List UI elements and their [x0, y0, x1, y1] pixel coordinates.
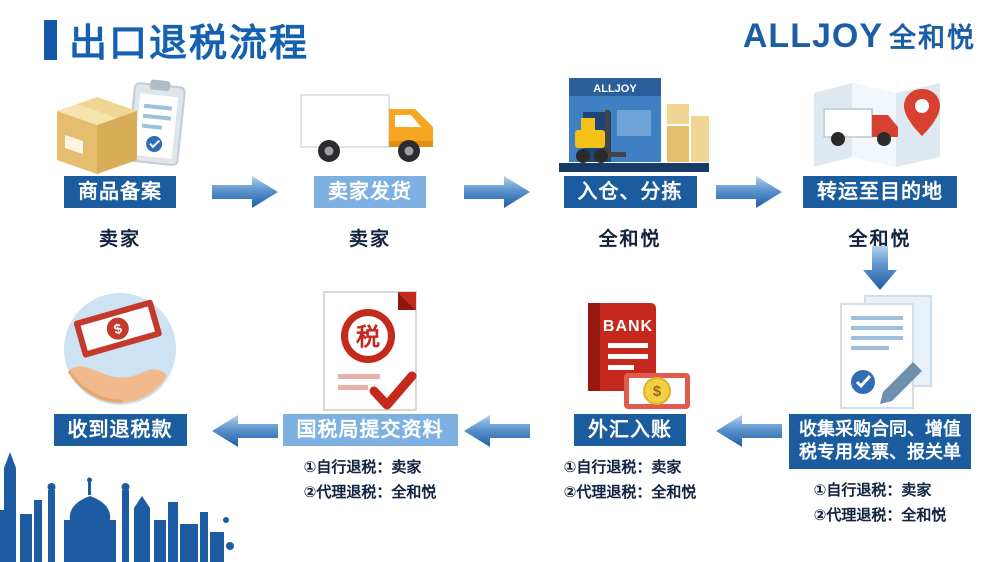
bank-label-text: BANK: [603, 318, 653, 335]
flow-arrow-left-icon: [464, 415, 530, 447]
logo-text-cn: 全和悦: [889, 23, 976, 53]
warehouse-sign-text: ALLJOY: [593, 83, 637, 95]
step-label: 外汇入账: [574, 414, 686, 446]
flow-arrow-right-icon: [464, 176, 530, 208]
step-label: 卖家发货: [314, 176, 426, 208]
step-label: 收到退税款: [53, 414, 187, 446]
flow-arrow-left-icon: [212, 415, 278, 447]
hand-money-icon: $: [45, 286, 195, 414]
step-note-line: ①自行退税：卖家: [303, 459, 422, 476]
warehouse-forklift-icon: ALLJOY: [545, 64, 715, 176]
step-forex-receipt: BANK $ 外汇入账 ①自行退税：卖家 ②代理退税：全和悦: [520, 286, 740, 506]
flow-arrow-left-icon: [716, 415, 782, 447]
page-title: 出口退税流程: [69, 23, 310, 65]
step-label: 国税局提交资料: [282, 414, 458, 446]
flow-arrow-right-icon: [716, 176, 782, 208]
tax-document-icon: 税: [310, 286, 430, 414]
step-owner: 全和悦: [848, 229, 912, 250]
flow-arrow-right-icon: [212, 176, 278, 208]
alljoy-logo: ALLJOY 全和悦: [743, 16, 976, 56]
step-receive-refund: $ 收到退税款: [10, 286, 230, 446]
step-notes: ①自行退税：卖家 ②代理退税：全和悦: [304, 456, 437, 506]
logo-text-en: ALLJOY: [742, 17, 883, 55]
step-notes: ①自行退税：卖家 ②代理退税：全和悦: [564, 456, 697, 506]
dollar-sign-text: $: [653, 383, 662, 400]
transport-destination-icon: [800, 64, 960, 176]
step-collect-documents: 收集采购合同、增值税专用发票、报关单 ①自行退税：卖家 ②代理退税：全和悦: [770, 286, 990, 528]
step-label: 商品备案: [64, 176, 176, 208]
step-note-line: ①自行退税：卖家: [813, 481, 932, 499]
step-label: 入仓、分拣: [563, 176, 697, 208]
step-owner: 全和悦: [598, 229, 662, 250]
step-note-line: ②代理退税：全和悦: [303, 483, 437, 501]
step-transport-destination: 转运至目的地 全和悦: [770, 64, 990, 251]
step-warehouse-sorting: ALLJOY 入仓、分拣 全和悦: [520, 64, 740, 251]
package-clipboard-icon: [45, 64, 195, 176]
step-label: 转运至目的地: [803, 176, 957, 208]
step-owner: 卖家: [348, 229, 391, 250]
step-label: 收集采购合同、增值税专用发票、报关单: [789, 414, 971, 469]
city-skyline-graphic: [0, 452, 234, 562]
step-product-registration: 商品备案 卖家: [10, 64, 230, 251]
step-note-line: ①自行退税：卖家: [563, 459, 682, 476]
step-owner: 卖家: [98, 229, 141, 250]
bank-money-icon: BANK $: [560, 286, 700, 414]
delivery-truck-icon: [295, 64, 445, 176]
flow-arrow-down-icon: [863, 246, 897, 290]
tax-seal-text: 税: [356, 323, 380, 351]
step-tax-bureau-submission: 税 国税局提交资料 ①自行退税：卖家 ②代理退税：全和悦: [260, 286, 480, 506]
step-seller-shipping: 卖家发货 卖家: [260, 64, 480, 251]
title-block: 出口退税流程: [44, 12, 309, 67]
title-accent-bar: [44, 19, 57, 60]
step-notes: ①自行退税：卖家 ②代理退税：全和悦: [814, 479, 947, 529]
step-note-line: ②代理退税：全和悦: [813, 506, 947, 524]
step-note-line: ②代理退税：全和悦: [563, 483, 697, 501]
contract-documents-icon: [815, 286, 945, 414]
